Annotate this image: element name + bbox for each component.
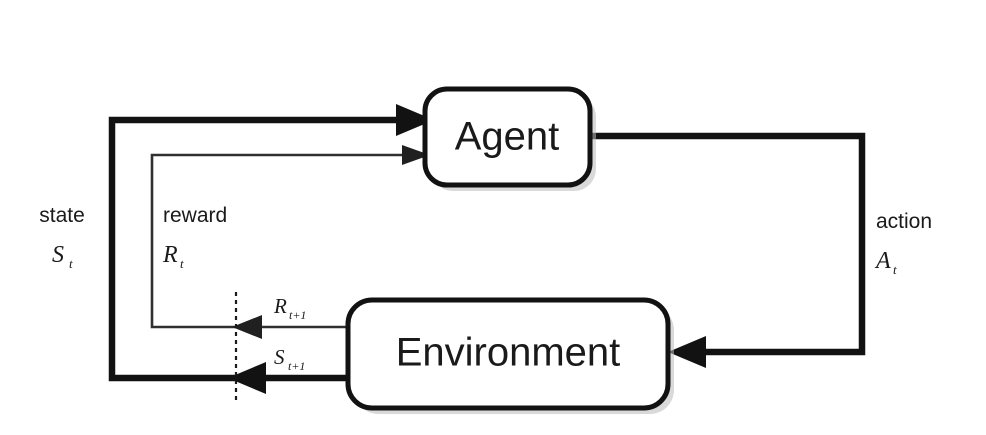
state-arrowhead-agent — [396, 104, 434, 136]
reward-arrowhead-agent — [402, 145, 430, 165]
action-label-symbol: A — [874, 248, 891, 274]
reward-label-subscript: t — [180, 256, 184, 271]
reward-label-symbol: R — [162, 242, 178, 268]
label-reward: reward R t — [162, 204, 227, 271]
action-label-word: action — [876, 210, 932, 233]
state-label-subscript: t — [69, 256, 73, 271]
reward-arrowhead-boundary — [232, 315, 262, 339]
node-agent[interactable]: Agent — [422, 86, 596, 191]
environment-box-label: Environment — [396, 331, 621, 375]
state-next-subscript: t+1 — [288, 359, 305, 373]
state-arrowhead-boundary — [228, 362, 266, 394]
state-label-word: state — [39, 204, 85, 227]
edge-action-to-environment — [590, 132, 866, 368]
reward-next-symbol: R — [273, 294, 287, 318]
label-action: action A t — [874, 210, 932, 277]
reward-next-subscript: t+1 — [289, 308, 306, 322]
action-arrowhead — [668, 336, 706, 368]
label-state-next: S t+1 — [274, 345, 305, 373]
state-label-symbol: S — [52, 242, 64, 268]
action-path-line — [590, 132, 866, 356]
label-reward-next: R t+1 — [273, 294, 306, 322]
edge-state-to-agent — [108, 104, 434, 394]
agent-box — [422, 86, 593, 188]
label-state: state S t — [39, 204, 85, 271]
node-environment[interactable]: Environment — [345, 297, 674, 414]
action-label-subscript: t — [893, 262, 897, 277]
agent-box-label: Agent — [455, 115, 560, 159]
edge-reward-to-agent — [150, 145, 430, 339]
state-next-symbol: S — [274, 345, 285, 369]
reward-label-word: reward — [163, 204, 227, 227]
environment-box — [345, 297, 671, 411]
